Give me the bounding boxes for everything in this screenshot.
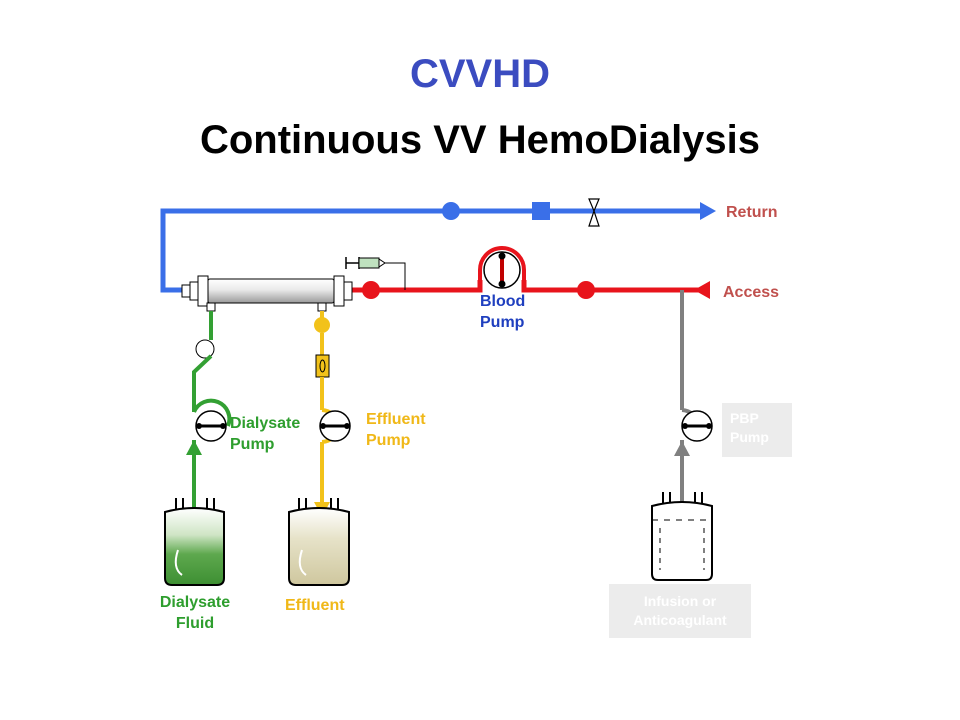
infusion-label-line1: Infusion or [643, 593, 717, 609]
return-label: Return [726, 204, 778, 221]
pbp-line [674, 290, 701, 505]
access-arrow-icon [694, 281, 710, 299]
pbp-pump-icon[interactable] [681, 410, 713, 442]
return-line [160, 198, 716, 293]
effluent-pump-label-line2: Pump [366, 432, 411, 449]
title-acronym: CVVHD [409, 52, 551, 96]
pbp-pump-label: PBP Pump [722, 403, 792, 457]
dialysate-pump-label-line1: Dialysate [230, 415, 301, 432]
pbp-pump-label-line1: PBP [730, 410, 759, 426]
dialysate-bag-icon [164, 498, 225, 586]
dialysate-line [186, 311, 232, 517]
infusion-label-line2: Anticoagulant [633, 612, 727, 628]
effluent-bag-icon [288, 498, 350, 586]
blood-pump-label: Blood Pump [480, 291, 525, 333]
syringe-icon [345, 257, 406, 290]
title-full: Continuous VV HemoDialysis [199, 118, 761, 162]
clamp-icon [588, 198, 600, 227]
effluent-pump-icon[interactable] [319, 410, 351, 442]
infusion-label: Infusion or Anticoagulant [609, 584, 751, 638]
effluent-pump-label: Effluent Pump [366, 409, 426, 451]
pbp-pump-label-line2: Pump [730, 429, 769, 445]
effluent-pump-label-line1: Effluent [366, 411, 426, 428]
access-pressure-icon [577, 281, 595, 299]
blood-pump-label-line1: Blood [480, 293, 526, 310]
dialysate-arrow-icon [186, 440, 202, 455]
blood-pump-label-line2: Pump [480, 314, 525, 331]
access-label: Access [723, 284, 780, 301]
dialysate-pump-label-line2: Pump [230, 436, 275, 453]
dialysate-fluid-label: Dialysate Fluid [150, 592, 240, 634]
access-line [352, 280, 710, 299]
return-arrow-icon [700, 202, 716, 220]
dialysate-pump-label: Dialysate Pump [230, 413, 300, 455]
effluent-bag-label: Effluent [285, 597, 345, 614]
pressure-pod-icon [362, 281, 380, 299]
pbp-arrow-icon [674, 441, 690, 456]
dialyzer-filter [181, 275, 353, 312]
dialysate-pump-icon[interactable] [195, 410, 227, 442]
blood-pump-icon[interactable] [478, 246, 526, 289]
bubble-trap-icon [532, 202, 550, 220]
dialysate-fluid-label-line1: Dialysate [159, 594, 231, 611]
infusion-bag-icon [651, 492, 713, 581]
air-detector-icon [442, 202, 460, 220]
dialysate-fluid-label-line2: Fluid [175, 615, 215, 632]
